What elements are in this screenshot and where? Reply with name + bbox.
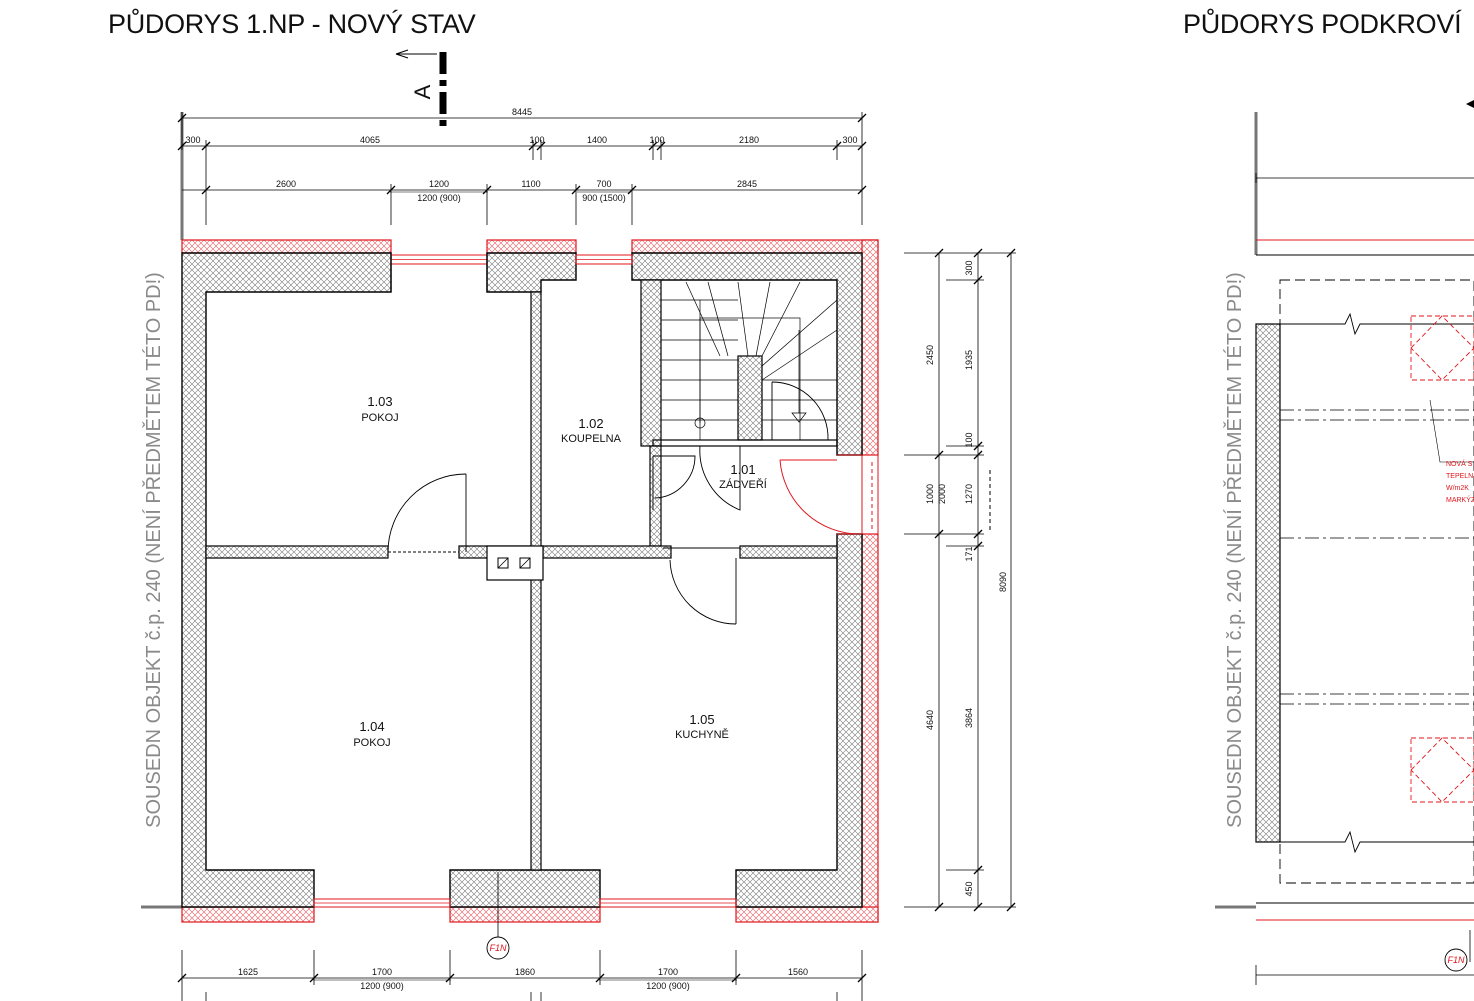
- section-marker: A: [395, 49, 447, 128]
- attic-plan: F1N NOVÁ S TEPELN W/m2K MARKÝZ: [1215, 100, 1474, 985]
- entrance-door: [779, 454, 991, 535]
- room-labels: 1.01 ZÁDVEŘÍ 1.02 KOUPELNA 1.03 POKOJ 1.…: [353, 394, 767, 749]
- svg-text:100: 100: [964, 432, 974, 447]
- svg-text:1200 (900): 1200 (900): [360, 981, 404, 991]
- svg-text:1200: 1200: [429, 179, 449, 189]
- svg-text:1560: 1560: [788, 967, 808, 977]
- svg-text:1700: 1700: [658, 967, 678, 977]
- room-name: KOUPELNA: [561, 433, 622, 445]
- room-number: 1.02: [578, 416, 603, 431]
- interior-doors: [387, 381, 829, 625]
- svg-text:F1N: F1N: [489, 943, 507, 953]
- section-marker-label: A: [410, 84, 435, 99]
- svg-text:2600: 2600: [276, 179, 296, 189]
- right-dimension-labels: 2450 1000 2000 4640 300 1935 100 1270 17…: [925, 260, 1008, 896]
- detail-tag-right: F1N: [1447, 955, 1465, 965]
- svg-text:1935: 1935: [964, 350, 974, 370]
- top-dimensions: [177, 112, 867, 225]
- plan-title-attic: PŮDORYS PODKROVÍ: [1183, 7, 1462, 39]
- top-dimension-labels: 8445 300 4065 100 1400 100 2180 300 2600…: [185, 107, 857, 203]
- svg-text:100: 100: [649, 135, 664, 145]
- svg-text:2450: 2450: [925, 345, 935, 365]
- room-number: 1.04: [359, 719, 384, 734]
- room-name: POKOJ: [361, 412, 398, 424]
- staircase: [661, 281, 838, 441]
- plan-title-ground-floor: PŮDORYS 1.NP - NOVÝ STAV: [108, 7, 476, 39]
- side-note-right: SOUSEDN OBJEKT č.p. 240 (NENÍ PŘEDMĚTEM …: [1223, 272, 1246, 828]
- attic-note: NOVÁ S: [1446, 459, 1473, 468]
- svg-text:1400: 1400: [587, 135, 607, 145]
- svg-text:8090: 8090: [998, 572, 1008, 592]
- svg-text:1200 (900): 1200 (900): [646, 981, 690, 991]
- bottom-dimensions: [177, 950, 867, 1001]
- ground-floor-walls: [181, 239, 879, 923]
- attic-note: MARKÝZ: [1446, 495, 1474, 504]
- svg-text:450: 450: [964, 881, 974, 896]
- svg-text:300: 300: [842, 135, 857, 145]
- svg-text:900 (1500): 900 (1500): [582, 193, 626, 203]
- room-number: 1.01: [730, 462, 755, 477]
- svg-text:700: 700: [596, 179, 611, 189]
- svg-text:1000: 1000: [925, 484, 935, 504]
- attic-note: W/m2K: [1446, 485, 1469, 492]
- svg-text:2000: 2000: [937, 484, 947, 504]
- room-name: POKOJ: [353, 737, 390, 749]
- svg-text:300: 300: [964, 260, 974, 275]
- svg-text:2845: 2845: [737, 179, 757, 189]
- windows: [313, 253, 737, 908]
- svg-text:1625: 1625: [238, 967, 258, 977]
- svg-text:1270: 1270: [964, 484, 974, 504]
- svg-text:1100: 1100: [521, 179, 540, 189]
- detail-tag-left: F1N: [486, 872, 510, 960]
- svg-text:4065: 4065: [360, 135, 380, 145]
- room-number: 1.03: [367, 394, 392, 409]
- svg-text:4640: 4640: [925, 710, 935, 730]
- room-name: ZÁDVEŘÍ: [719, 478, 768, 491]
- svg-text:1700: 1700: [372, 967, 392, 977]
- svg-text:1200 (900): 1200 (900): [417, 193, 461, 203]
- room-number: 1.05: [689, 712, 714, 727]
- svg-text:2180: 2180: [739, 135, 759, 145]
- svg-text:171: 171: [964, 546, 974, 561]
- side-note-left: SOUSEDN OBJEKT č.p. 240 (NENÍ PŘEDMĚTEM …: [142, 272, 165, 828]
- right-dimensions: [904, 248, 1016, 912]
- svg-text:100: 100: [529, 135, 544, 145]
- svg-text:8445: 8445: [512, 107, 532, 117]
- attic-note: TEPELN: [1446, 473, 1473, 480]
- bottom-dimension-labels: 1625 1700 1200 (900) 1860 1700 1200 (900…: [238, 967, 808, 991]
- svg-text:300: 300: [185, 135, 200, 145]
- svg-text:1860: 1860: [515, 967, 535, 977]
- svg-text:3864: 3864: [964, 708, 974, 728]
- room-name: KUCHYNĚ: [675, 728, 729, 741]
